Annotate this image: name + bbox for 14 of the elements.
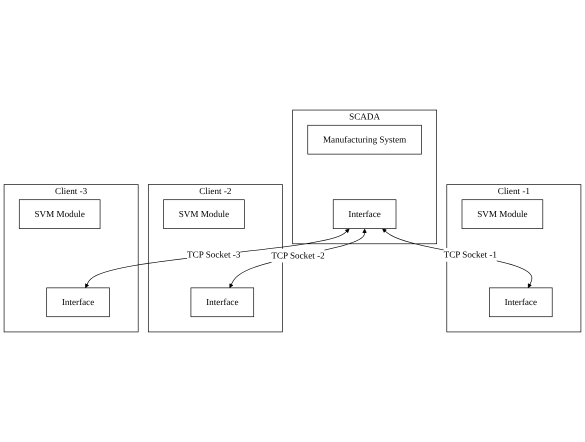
edge-label: TCP Socket -3 [187,250,240,260]
arrow [382,228,532,288]
node-box: Interface [190,288,254,318]
arrow [229,228,367,288]
node-box: SVM Module [163,199,245,229]
node-box: Interface [46,288,110,318]
edge-label: TCP Socket -2 [271,250,325,260]
node-box: Interface [489,288,553,318]
arrow [85,228,350,288]
edge-label: TCP Socket -1 [444,250,497,260]
node-box: Manufacturing System [307,124,422,154]
node-box: SVM Module [462,199,544,229]
node-box: SVM Module [18,199,100,229]
node-box: Interface [332,199,396,229]
